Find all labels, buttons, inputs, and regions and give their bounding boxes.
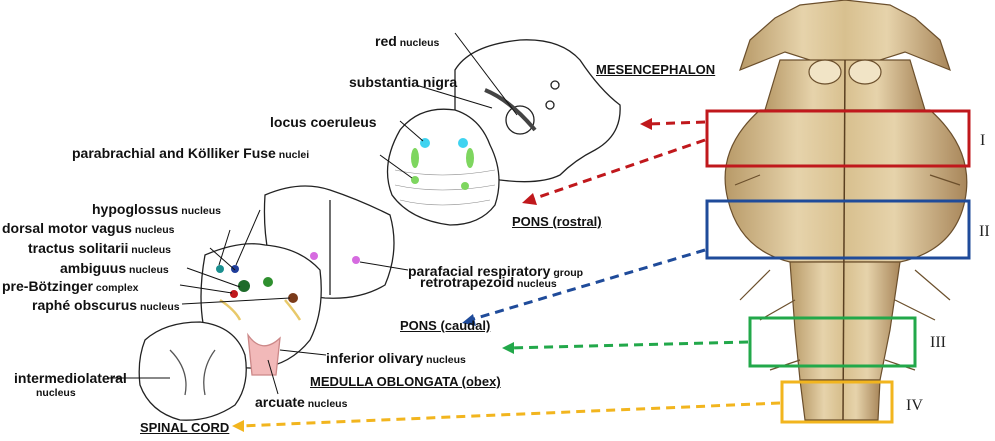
level-label-III: III <box>930 334 946 351</box>
region-pons-rostral: PONS (rostral) <box>512 214 602 229</box>
label-substantia-nigra: substantia nigra <box>349 74 458 90</box>
level-box-III <box>748 316 917 368</box>
label-intermediolateral-nucleus: nucleus <box>36 387 76 399</box>
label-parafacial: parafacial respiratory group <box>408 263 584 279</box>
label-hypoglossus: hypoglossus nucleus <box>92 201 221 217</box>
region-spinal-cord: SPINAL CORD <box>140 420 230 435</box>
region-pons-caudal: PONS (caudal) <box>400 318 491 333</box>
label-intermediolateral: intermediolateral <box>14 370 127 386</box>
region-medulla-oblongata: MEDULLA OBLONGATA (obex) <box>310 374 501 389</box>
label-ambiguus: ambiguus nucleus <box>60 260 169 276</box>
level-box-II <box>705 199 971 260</box>
cross-section-mesencephalon <box>454 39 621 183</box>
label-arcuate: arcuate nucleus <box>255 394 348 410</box>
label-inferior-olivary: inferior olivary nucleus <box>326 350 466 366</box>
cross-section-spinal-cord <box>138 321 247 421</box>
label-retrotrapezoid: retrotrapezoid nucleus <box>420 274 557 290</box>
arrow-II <box>469 248 706 322</box>
cross-section-pons-rostral <box>386 108 500 226</box>
label-red-nucleus: red nucleus <box>375 33 440 49</box>
region-mesencephalon: MESENCEPHALON <box>596 62 716 77</box>
level-label-II: II <box>979 223 990 240</box>
level-box-I <box>705 109 971 168</box>
level-label-IV: IV <box>906 397 923 414</box>
label-parabrachial: parabrachial and Kölliker Fuse nuclei <box>72 145 310 161</box>
brainstem-illustration <box>724 0 968 421</box>
label-pre-boetzinger: pre-Bötzinger complex <box>2 278 139 294</box>
label-tractus-solitarii: tractus solitarii nucleus <box>28 240 171 256</box>
arrow-III <box>509 340 749 350</box>
arrow-I-b <box>529 138 706 202</box>
arrow-IV <box>239 401 781 428</box>
label-raphe-obscurus: raphé obscurus nucleus <box>32 297 180 313</box>
level-label-I: I <box>980 132 985 149</box>
label-locus-coeruleus: locus coeruleus <box>270 114 377 130</box>
label-dorsal-motor-vagus: dorsal motor vagus nucleus <box>2 220 175 236</box>
level-box-IV <box>780 380 894 424</box>
arrow-I <box>647 120 706 126</box>
